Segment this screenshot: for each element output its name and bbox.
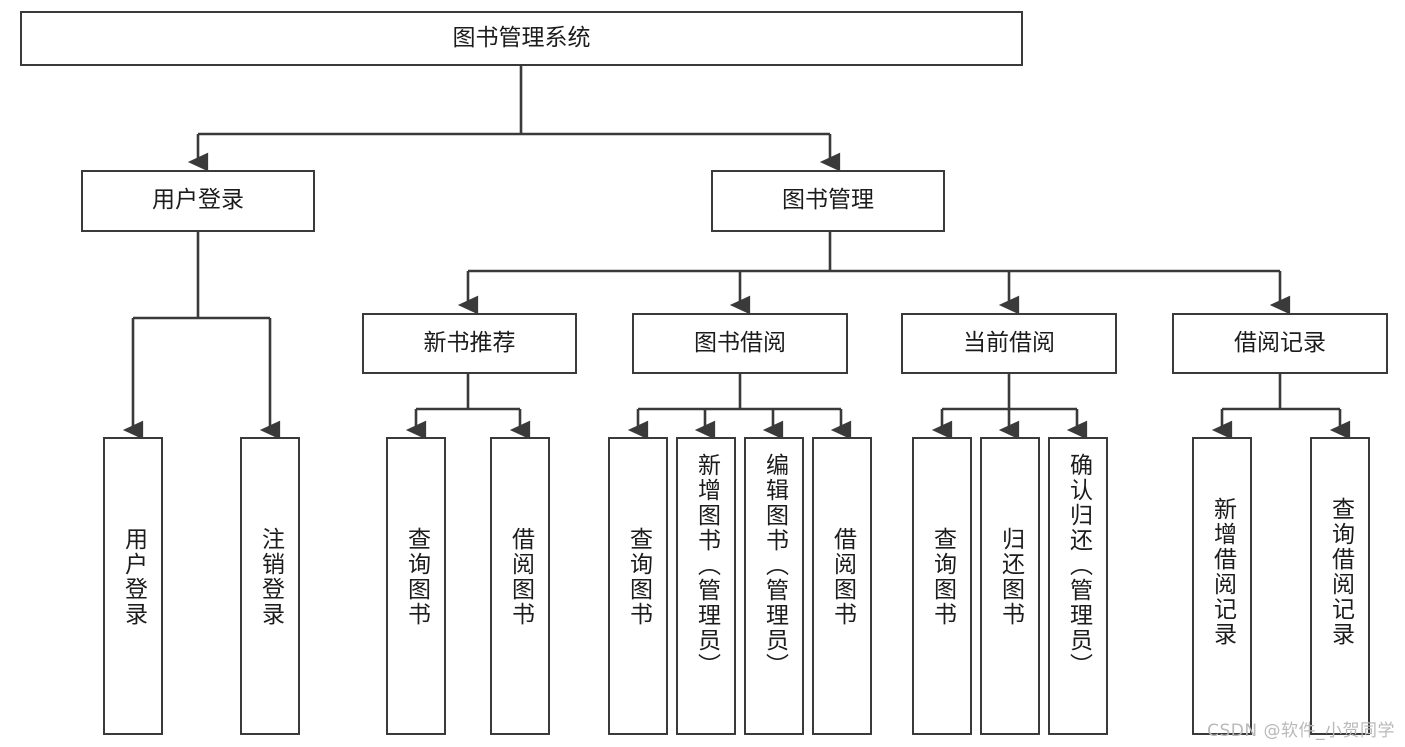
node-current-borrow[interactable]: 当前借阅 bbox=[901, 313, 1117, 374]
leaf-query-borrow-record-label: 查询借阅记录 bbox=[1327, 497, 1354, 647]
node-user-login-label: 用户登录 bbox=[152, 187, 244, 214]
leaf-query-book-borrow-label: 查询图书 bbox=[625, 527, 652, 627]
leaf-return-book-label: 归还图书 bbox=[997, 527, 1024, 627]
leaf-query-book-recommend-label: 查询图书 bbox=[403, 527, 430, 627]
leaf-confirm-return-admin-label: 确认归还（管理员） bbox=[1065, 453, 1092, 678]
watermark-text: CSDN @软件_小贺同学 bbox=[1207, 721, 1395, 741]
leaf-query-borrow-record[interactable]: 查询借阅记录 bbox=[1310, 437, 1370, 735]
leaf-add-book-admin-label: 新增图书（管理员） bbox=[693, 453, 720, 678]
leaf-edit-book-admin[interactable]: 编辑图书（管理员） bbox=[744, 437, 804, 735]
node-borrow-record-label: 借阅记录 bbox=[1234, 329, 1326, 356]
leaf-user-login[interactable]: 用户登录 bbox=[103, 437, 163, 735]
leaf-confirm-return-admin[interactable]: 确认归还（管理员） bbox=[1048, 437, 1108, 735]
leaf-borrow-book-borrow-label: 借阅图书 bbox=[829, 527, 856, 627]
node-book-borrow[interactable]: 图书借阅 bbox=[632, 313, 848, 374]
leaf-logout-label: 注销登录 bbox=[257, 527, 284, 627]
node-new-book-recommend[interactable]: 新书推荐 bbox=[362, 313, 577, 374]
node-borrow-record[interactable]: 借阅记录 bbox=[1172, 313, 1388, 374]
leaf-add-borrow-record-label: 新增借阅记录 bbox=[1209, 497, 1236, 647]
node-root[interactable]: 图书管理系统 bbox=[20, 11, 1023, 66]
leaf-borrow-book-recommend-label: 借阅图书 bbox=[507, 527, 534, 627]
node-root-label: 图书管理系统 bbox=[452, 24, 591, 51]
node-book-borrow-label: 图书借阅 bbox=[694, 329, 786, 356]
node-user-login[interactable]: 用户登录 bbox=[81, 170, 315, 232]
node-current-borrow-label: 当前借阅 bbox=[963, 329, 1055, 356]
leaf-add-book-admin[interactable]: 新增图书（管理员） bbox=[676, 437, 736, 735]
leaf-borrow-book-borrow[interactable]: 借阅图书 bbox=[812, 437, 872, 735]
node-new-book-recommend-label: 新书推荐 bbox=[423, 329, 516, 356]
leaf-borrow-book-recommend[interactable]: 借阅图书 bbox=[490, 437, 550, 735]
leaf-query-book-recommend[interactable]: 查询图书 bbox=[386, 437, 446, 735]
leaf-return-book[interactable]: 归还图书 bbox=[980, 437, 1040, 735]
leaf-edit-book-admin-label: 编辑图书（管理员） bbox=[761, 453, 788, 678]
node-book-manage-label: 图书管理 bbox=[782, 187, 874, 214]
leaf-query-book-current[interactable]: 查询图书 bbox=[912, 437, 972, 735]
leaf-user-login-label: 用户登录 bbox=[120, 527, 147, 627]
leaf-query-book-current-label: 查询图书 bbox=[929, 527, 956, 627]
leaf-add-borrow-record[interactable]: 新增借阅记录 bbox=[1192, 437, 1252, 735]
leaf-query-book-borrow[interactable]: 查询图书 bbox=[608, 437, 668, 735]
leaf-logout[interactable]: 注销登录 bbox=[240, 437, 300, 735]
node-book-manage[interactable]: 图书管理 bbox=[711, 170, 945, 232]
